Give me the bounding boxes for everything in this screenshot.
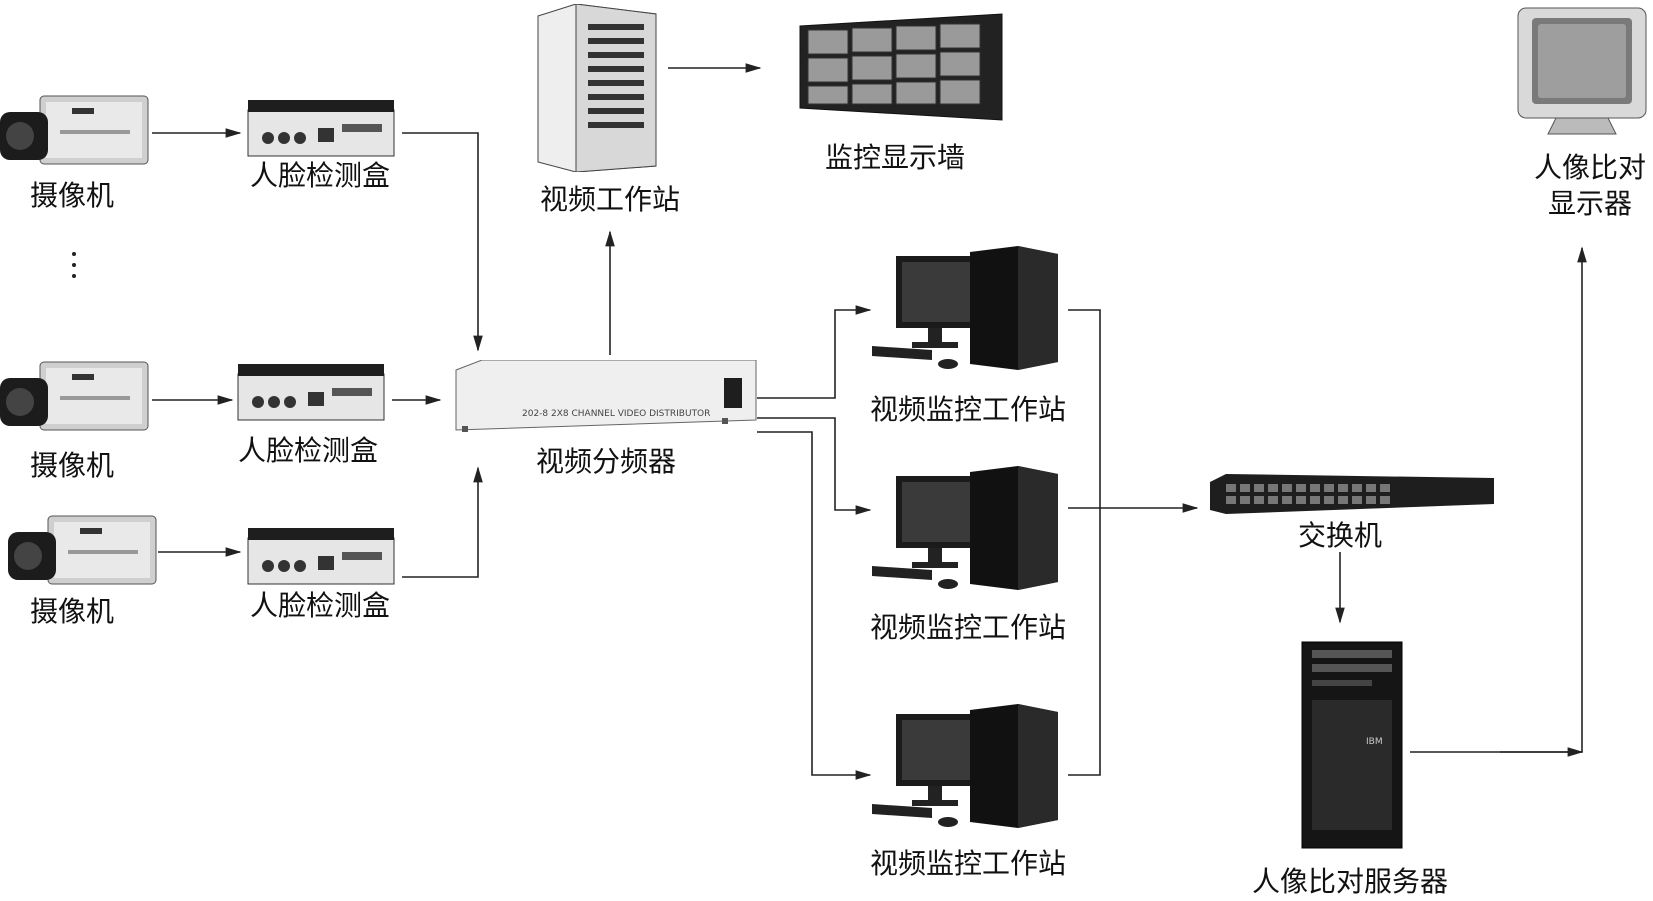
monitor-ws-3-icon (872, 704, 1058, 828)
video-workstation-label: 视频工作站 (539, 183, 681, 216)
monitor-ws-3-label: 视频监控工作站 (869, 847, 1067, 880)
monitor-ws-2-label: 视频监控工作站 (869, 611, 1067, 644)
arrow-splitter-mws3 (757, 431, 872, 780)
splitter-panel-text: 202-8 2X8 CHANNEL VIDEO DISTRIBUTOR (522, 409, 710, 419)
switch-label: 交换机 (1297, 519, 1383, 552)
line-mws1-bus (1068, 309, 1101, 776)
camera-1-label: 摄像机 (30, 179, 115, 212)
monitor-wall-icon (799, 13, 1003, 121)
face-box-3-icon (247, 528, 395, 585)
monitor-ws-1-icon (872, 246, 1058, 370)
arrow-box3-splitter (402, 466, 483, 578)
video-workstation-icon (537, 4, 657, 172)
camera-2-label: 摄像机 (30, 449, 115, 482)
face-box-1-icon (247, 100, 395, 157)
arrow-splitter-mws2 (757, 417, 872, 515)
switch-icon (1210, 474, 1494, 514)
compare-server-label: 人像比对服务器 (1251, 865, 1449, 898)
splitter-icon: 202-8 2X8 CHANNEL VIDEO DISTRIBUTOR (455, 360, 757, 432)
compare-server-icon: IBM (1301, 641, 1403, 849)
face-box-3-label: 人脸检测盒 (250, 589, 391, 622)
face-box-2-label: 人脸检测盒 (238, 434, 379, 467)
camera-2-icon (0, 361, 149, 431)
face-box-1-label: 人脸检测盒 (250, 159, 391, 192)
splitter-label: 视频分频器 (535, 445, 677, 478)
camera-3-icon (8, 515, 157, 585)
monitor-wall-label: 监控显示墙 (824, 141, 966, 174)
compare-display-label-2: 显示器 (1547, 187, 1633, 220)
monitor-ws-2-icon (872, 466, 1058, 590)
server-brand-text: IBM (1366, 737, 1383, 747)
arrow-box1-splitter (402, 132, 483, 352)
compare-display-label-1: 人像比对 (1533, 151, 1647, 184)
camera-3-label: 摄像机 (30, 595, 115, 628)
ellipsis-dots (72, 252, 78, 285)
compare-display-icon (1517, 7, 1647, 135)
camera-1-icon (0, 95, 149, 165)
face-box-2-icon (237, 364, 385, 421)
monitor-ws-1-label: 视频监控工作站 (869, 393, 1067, 426)
arrow-splitter-mws1 (757, 305, 872, 399)
